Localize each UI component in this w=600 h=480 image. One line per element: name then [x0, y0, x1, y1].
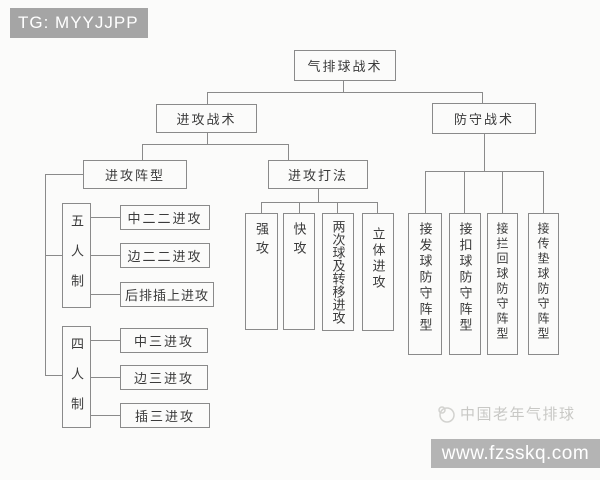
node-pass-dig-defense-label: 接传垫球防守阵型 — [536, 222, 550, 342]
node-mid-3-attack: 中三进攻 — [120, 328, 208, 353]
node-power-attack-label: 强攻 — [254, 222, 269, 260]
node-four-player-label: 四人制 — [69, 337, 84, 427]
connector-line — [261, 202, 262, 213]
connector-line — [288, 144, 289, 160]
node-side-22-attack: 边二二进攻 — [120, 243, 210, 268]
node-formation: 进攻阵型 — [83, 160, 187, 189]
node-backrow-attack: 后排插上进攻 — [120, 282, 214, 307]
connector-line — [261, 202, 378, 203]
node-formation-label: 进攻阵型 — [104, 168, 165, 183]
site-url-bar: www.fzsskq.com — [431, 439, 600, 468]
node-root-label: 气排球战术 — [307, 59, 383, 74]
connector-line — [142, 144, 289, 145]
connector-line — [45, 174, 83, 175]
connector-line — [343, 80, 344, 92]
node-side-22-attack-label: 边二二进攻 — [127, 249, 203, 264]
node-mid-22-attack-label: 中二二进攻 — [127, 211, 203, 226]
node-mid-22-attack: 中二二进攻 — [120, 205, 210, 230]
node-side-3-attack: 边三进攻 — [120, 365, 208, 390]
node-pass-dig-defense: 接传垫球防守阵型 — [528, 213, 559, 355]
site-url-label: www.fzsskq.com — [441, 442, 590, 464]
node-power-attack: 强攻 — [245, 213, 278, 330]
connector-line — [207, 92, 208, 104]
node-backrow-attack-label: 后排插上进攻 — [124, 288, 209, 303]
connector-line — [543, 171, 544, 213]
node-defense-label: 防守战术 — [453, 112, 514, 127]
connector-line — [299, 202, 300, 213]
connector-line — [502, 171, 503, 213]
node-quick-attack: 快攻 — [283, 213, 315, 330]
node-spike-receive-defense-label: 接扣球防守阵型 — [457, 222, 473, 334]
node-defense: 防守战术 — [432, 103, 536, 134]
connector-line — [90, 255, 120, 256]
node-block-rebound-defense-label: 接拦回球防守阵型 — [495, 222, 509, 342]
node-quick-attack-label: 快攻 — [291, 222, 307, 260]
node-3d-attack: 立体进攻 — [362, 213, 394, 331]
node-serve-receive-defense: 接发球防守阵型 — [408, 213, 442, 355]
node-five-player-label: 五人制 — [69, 214, 84, 304]
watermark-brand: 中国老年气排球 — [460, 406, 576, 423]
connector-line — [90, 294, 120, 295]
connector-line — [337, 202, 338, 213]
connector-line — [142, 144, 143, 160]
watermark: 中国老年气排球 — [436, 403, 576, 424]
connector-line — [90, 377, 120, 378]
watermark-logo-icon — [438, 405, 455, 423]
node-four-player: 四人制 — [62, 326, 91, 428]
node-second-ball-transfer-attack-label: 两次球及转移进攻 — [330, 220, 346, 324]
node-insert-3-attack-label: 插三进攻 — [134, 409, 195, 424]
node-methods: 进攻打法 — [268, 160, 368, 189]
connector-line — [377, 202, 378, 213]
node-methods-label: 进攻打法 — [287, 168, 348, 183]
connector-line — [425, 171, 544, 172]
connector-line — [45, 375, 62, 376]
connector-line — [90, 415, 120, 416]
node-block-rebound-defense: 接拦回球防守阵型 — [487, 213, 518, 355]
node-mid-3-attack-label: 中三进攻 — [133, 334, 194, 349]
node-second-ball-transfer-attack: 两次球及转移进攻 — [322, 213, 354, 331]
node-serve-receive-defense-label: 接发球防守阵型 — [417, 222, 433, 334]
node-side-3-attack-label: 边三进攻 — [133, 371, 194, 386]
node-3d-attack-label: 立体进攻 — [370, 227, 386, 291]
tg-badge-label: TG: MYYJJPP — [18, 13, 139, 32]
connector-line — [484, 133, 485, 171]
connector-line — [90, 340, 120, 341]
connector-line — [207, 92, 483, 93]
connector-line — [90, 217, 120, 218]
node-root: 气排球战术 — [294, 50, 396, 81]
node-offense-label: 进攻战术 — [176, 112, 237, 127]
node-insert-3-attack: 插三进攻 — [120, 403, 210, 428]
tg-badge: TG: MYYJJPP — [10, 8, 148, 38]
connector-line — [464, 171, 465, 213]
connector-line — [45, 174, 46, 376]
node-offense: 进攻战术 — [156, 104, 257, 133]
node-five-player: 五人制 — [62, 203, 91, 308]
connector-line — [425, 171, 426, 213]
connector-line — [45, 255, 62, 256]
connector-line — [482, 92, 483, 103]
connector-line — [318, 188, 319, 202]
connector-line — [207, 132, 208, 144]
node-spike-receive-defense: 接扣球防守阵型 — [449, 213, 481, 355]
